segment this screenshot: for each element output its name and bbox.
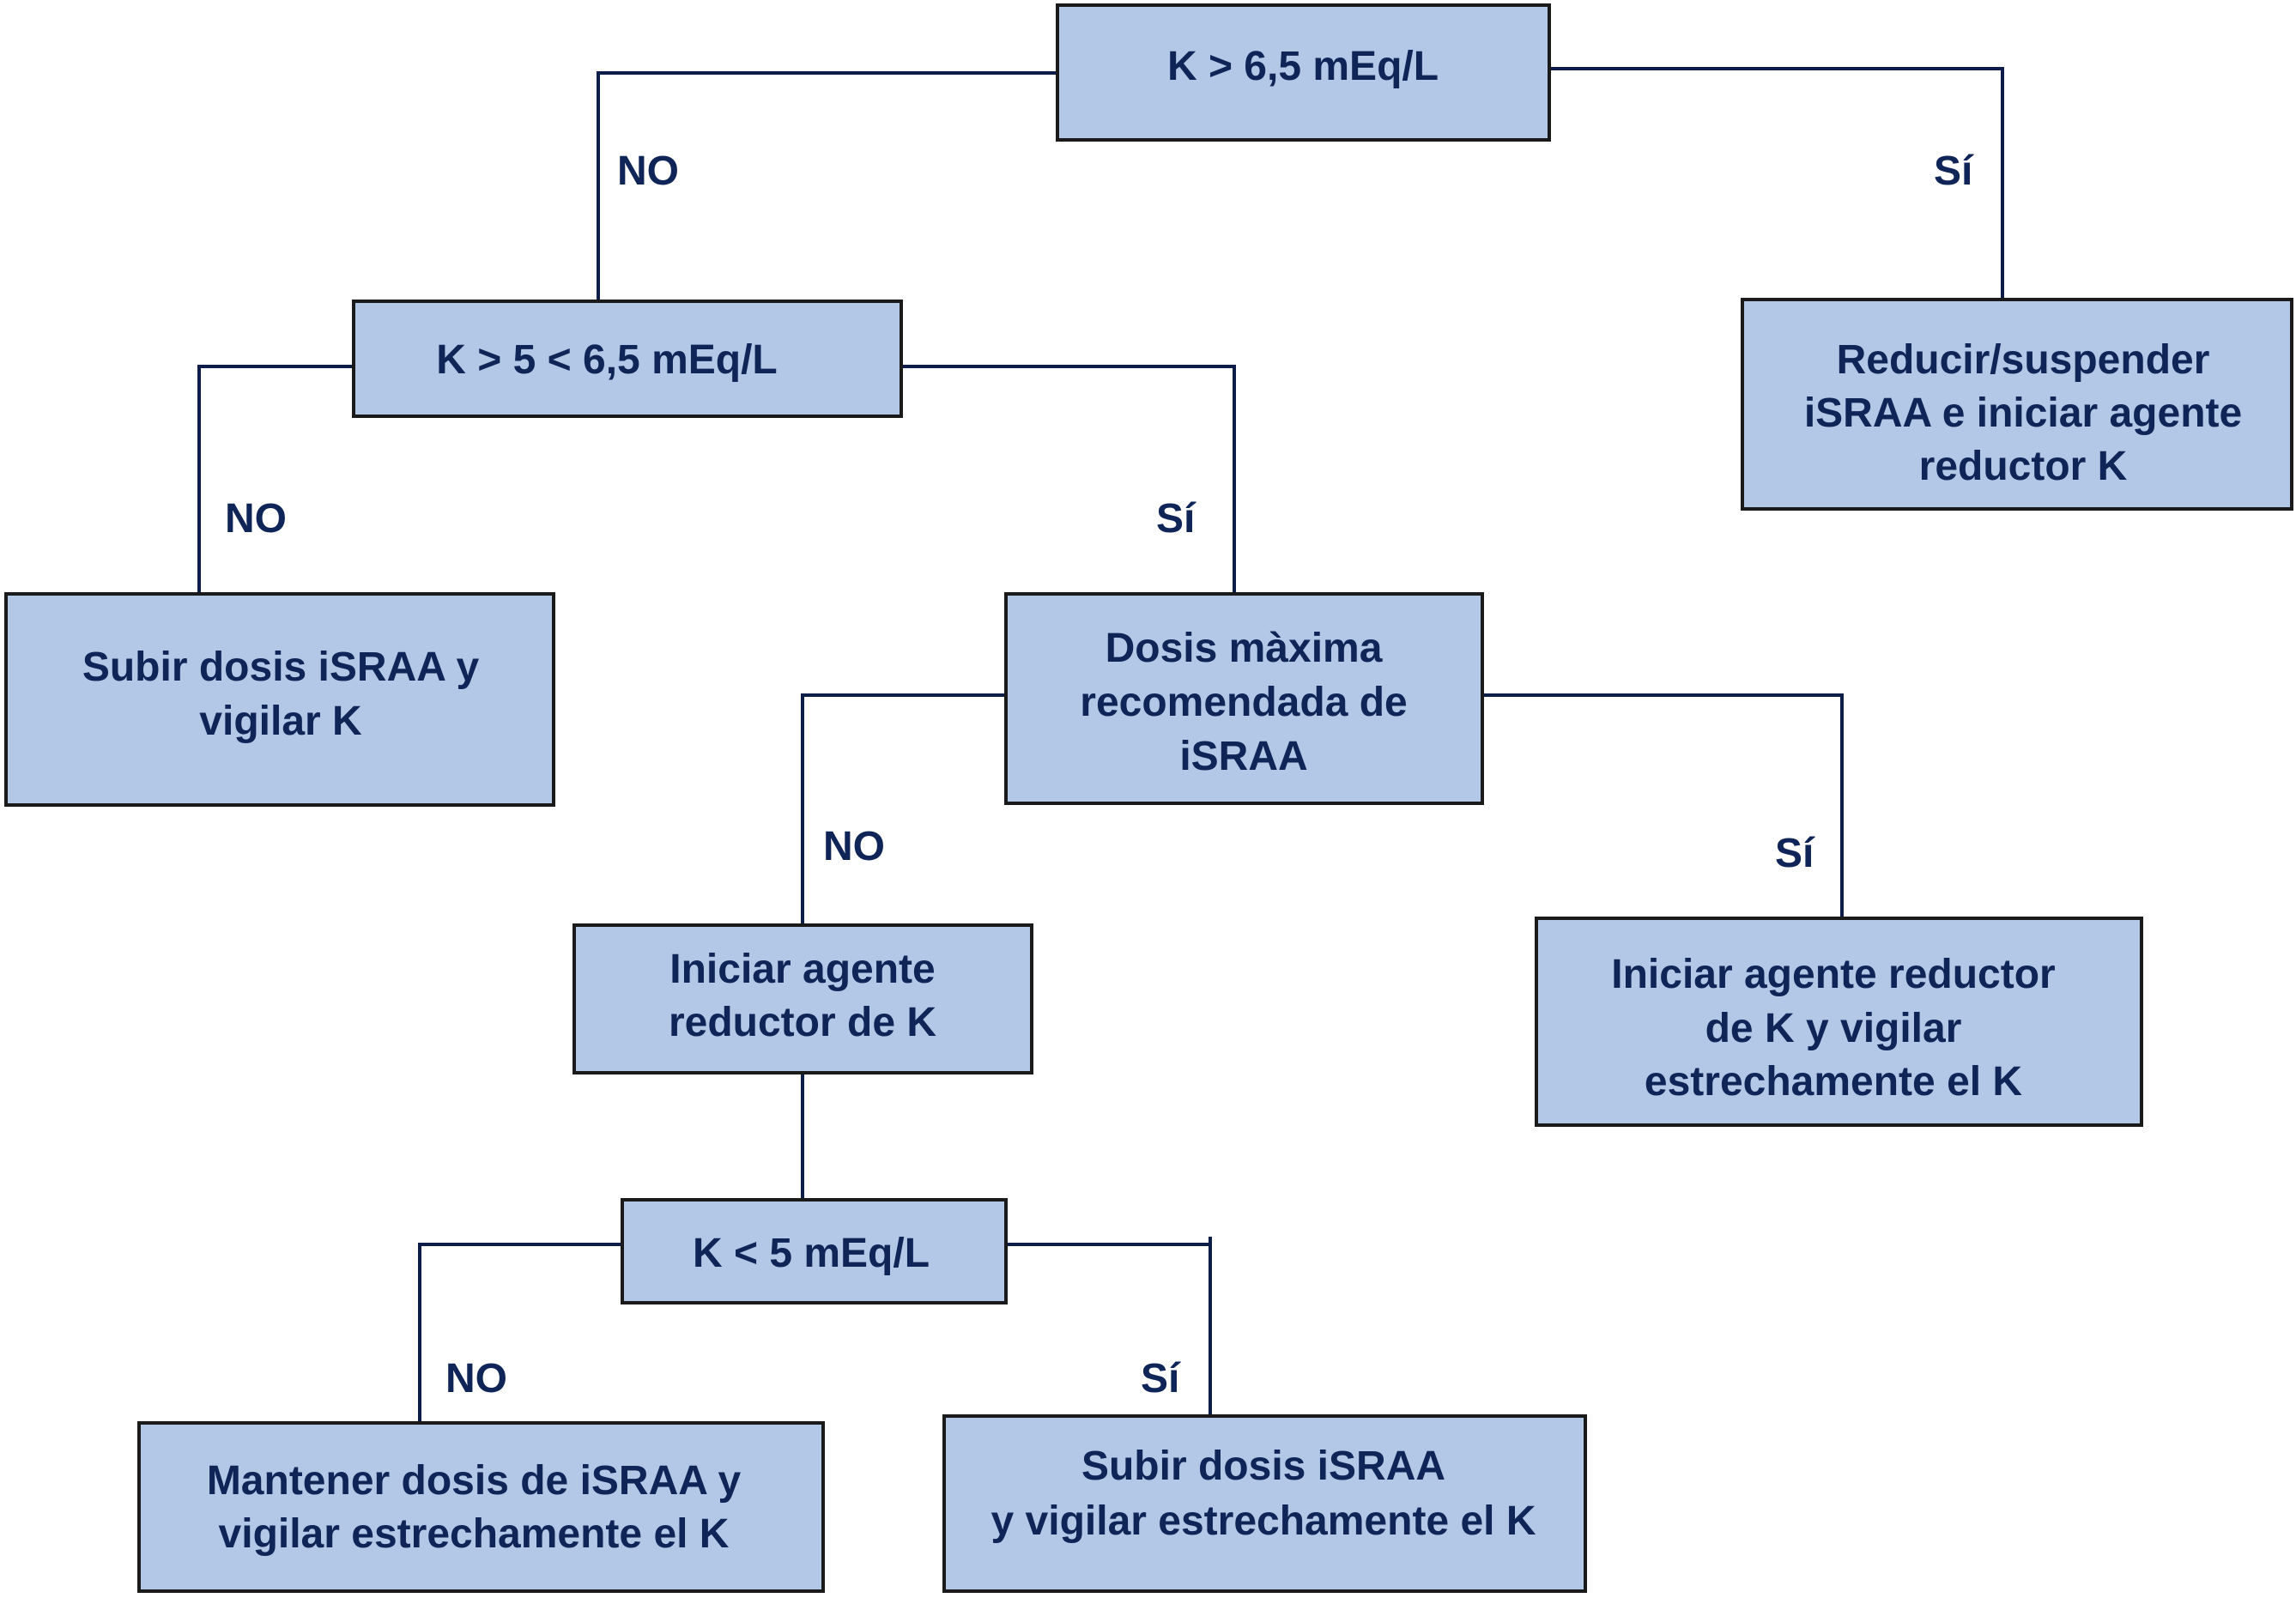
- branch-label-yes: Sí: [1141, 1356, 1181, 1401]
- node-label: estrechamente el K: [1645, 1059, 2023, 1105]
- connectors: [197, 67, 2004, 1425]
- node-label: iSRAA e iniciar agente: [1804, 390, 2242, 436]
- node-maintain-dose: Mantener dosis de iSRAA y vigilar estrec…: [137, 1421, 825, 1593]
- connector-k-lt-5-no: [418, 1243, 624, 1425]
- connector-k-5-6-5-no: [197, 365, 355, 596]
- node-start-reducer-monitor: Iniciar agente reductor de K y vigilar e…: [1535, 917, 2143, 1127]
- node-label: Iniciar agente: [669, 947, 935, 992]
- branch-label-no: NO: [225, 496, 287, 542]
- branch-label-yes: Sí: [1156, 496, 1196, 542]
- node-label: K > 6,5 mEq/L: [1167, 44, 1439, 89]
- node-reduce-suspend: Reducir/suspender iSRAA e iniciar agente…: [1741, 298, 2293, 511]
- node-label: Reducir/suspender: [1837, 337, 2210, 383]
- node-k-gt-6-5: K > 6,5 mEq/L: [1056, 3, 1551, 142]
- branch-label-yes: Sí: [1775, 831, 1815, 876]
- branch-labels: NO Sí NO Sí NO Sí NO Sí: [225, 148, 1974, 1401]
- node-k-5-to-6-5: K > 5 < 6,5 mEq/L: [352, 300, 903, 418]
- node-label: vigilar K: [199, 699, 362, 744]
- node-label: iSRAA: [1179, 734, 1307, 779]
- node-label: reductor K: [1919, 444, 2128, 489]
- node-k-lt-5: K < 5 mEq/L: [621, 1198, 1008, 1304]
- connector-max-dose-no: [801, 693, 1008, 927]
- branch-label-no: NO: [617, 148, 679, 194]
- branch-label-no: NO: [823, 824, 885, 869]
- node-label: reductor de K: [669, 1000, 936, 1045]
- node-label: Dosis màxima: [1106, 626, 1383, 671]
- node-label: recomendada de: [1080, 680, 1407, 725]
- node-increase-dose-monitor: Subir dosis iSRAA y vigilar estrechament…: [942, 1414, 1587, 1593]
- node-label: Iniciar agente reductor: [1611, 952, 2055, 997]
- node-label: de K y vigilar: [1705, 1006, 1962, 1051]
- node-label: y vigilar estrechamente el K: [991, 1498, 1536, 1544]
- node-label: Subir dosis iSRAA y: [82, 645, 480, 690]
- connector-max-dose-yes: [1481, 693, 1844, 920]
- node-label: K < 5 mEq/L: [693, 1231, 930, 1276]
- branch-label-yes: Sí: [1934, 148, 1974, 194]
- node-label: Subir dosis iSRAA: [1081, 1444, 1445, 1489]
- connector-k-5-6-5-yes: [900, 365, 1236, 596]
- node-start-reducer: Iniciar agente reductor de K: [572, 923, 1033, 1074]
- node-label: vigilar estrechamente el K: [219, 1511, 730, 1557]
- branch-label-no: NO: [445, 1356, 507, 1401]
- connector-k-gt-6-5-no: [597, 71, 1059, 302]
- node-increase-dose: Subir dosis iSRAA y vigilar K: [4, 592, 555, 807]
- node-max-dose: Dosis màxima recomendada de iSRAA: [1004, 592, 1484, 805]
- connector-k-gt-6-5-yes: [1548, 67, 2004, 302]
- node-label: Mantener dosis de iSRAA y: [207, 1458, 742, 1504]
- node-label: K > 5 < 6,5 mEq/L: [436, 337, 778, 383]
